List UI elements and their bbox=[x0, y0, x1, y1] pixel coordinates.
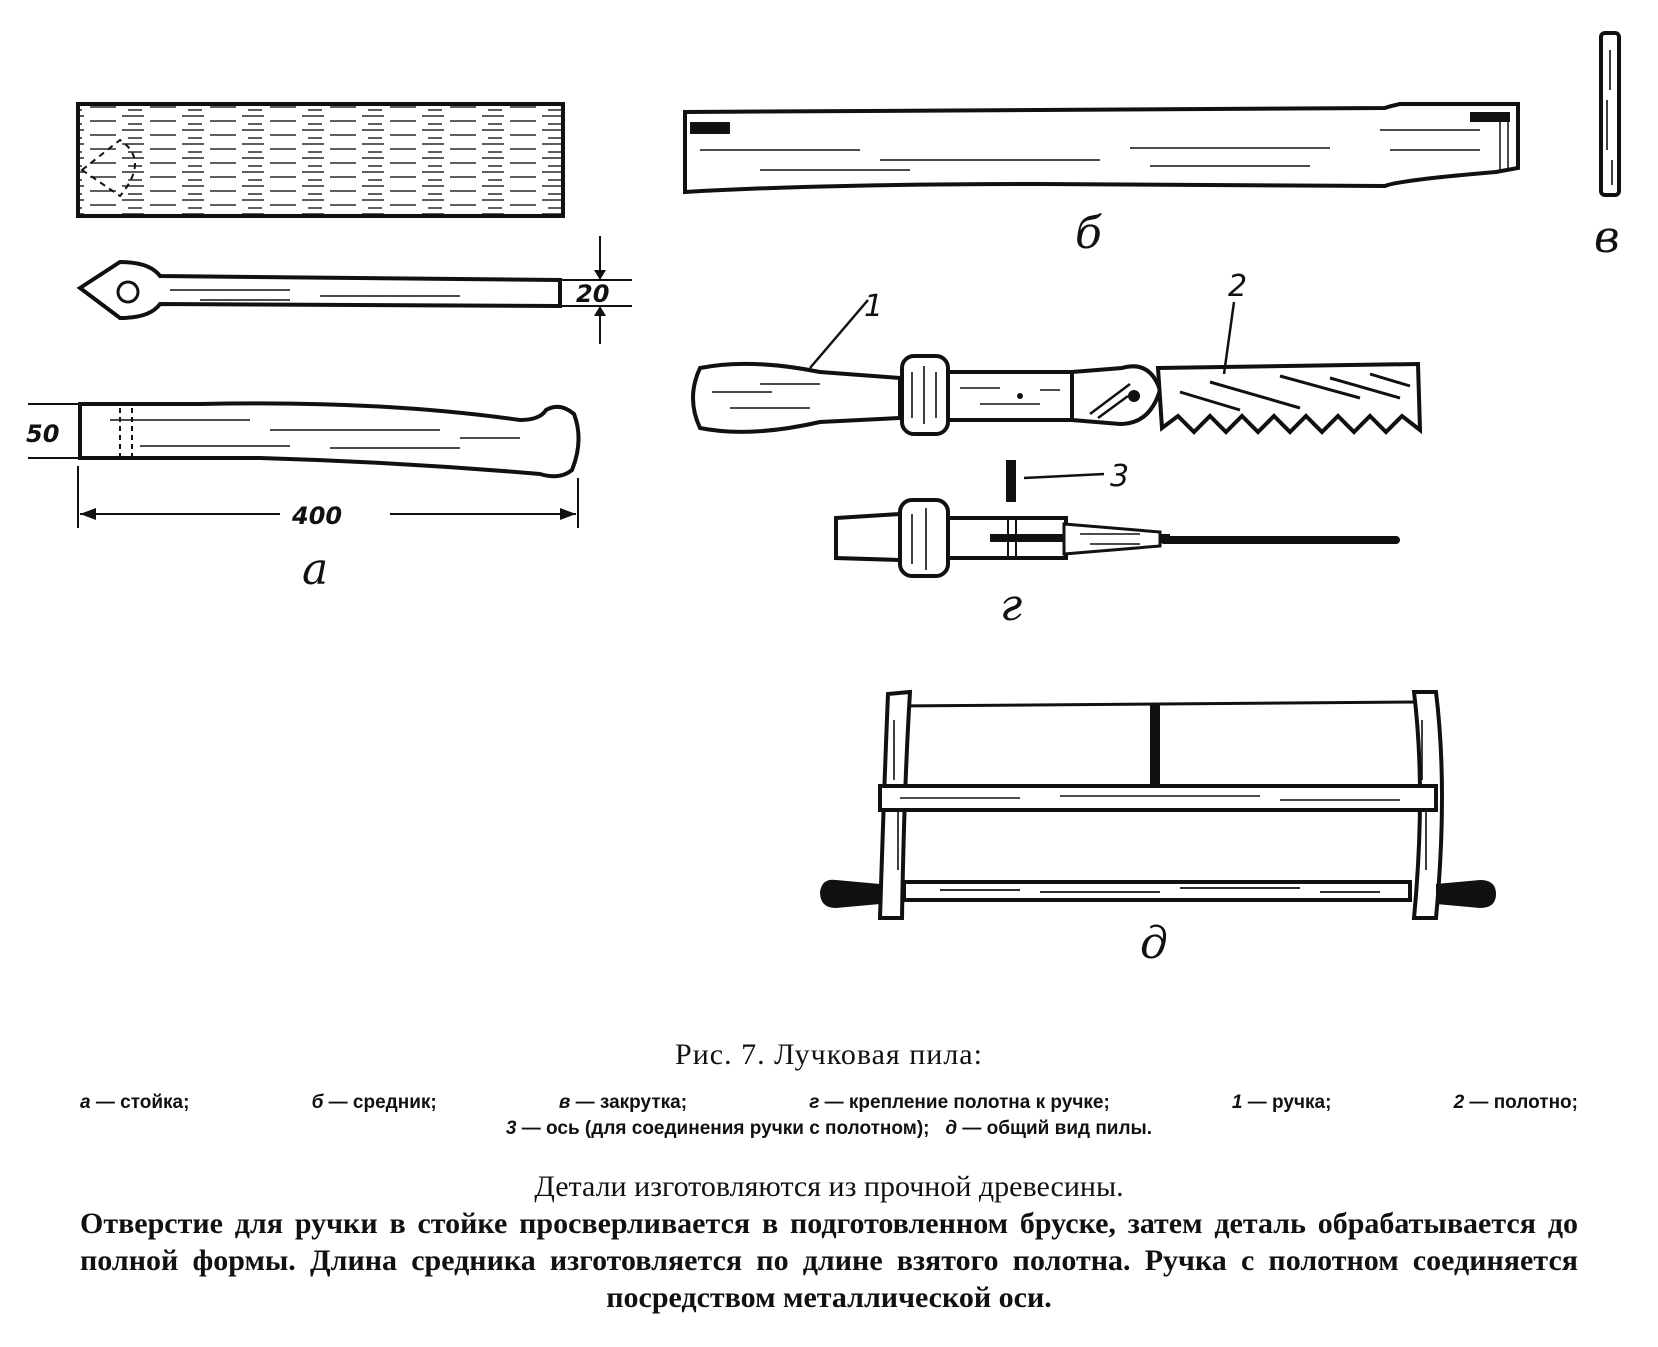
handle-part-1 bbox=[691, 361, 902, 434]
part-d-bow-saw-general-view: д bbox=[820, 689, 1496, 969]
dimension-50: 50 bbox=[26, 420, 59, 448]
legend-line-1: а — стойка; б — средник; в — закрутка; г… bbox=[80, 1090, 1578, 1116]
legend-item: 2 — полотно; bbox=[1453, 1092, 1578, 1113]
body-paragraph-1: Детали изготовляются из прочной древесин… bbox=[534, 1170, 1124, 1203]
upright-side-view bbox=[78, 401, 581, 479]
label-g: г bbox=[1000, 580, 1022, 631]
part-b-middle-bar: б bbox=[683, 102, 1520, 259]
saw-blade bbox=[902, 880, 1412, 902]
handle-hole bbox=[116, 280, 140, 304]
saw-parts-diagram: 20 50 400 а б в bbox=[26, 31, 1621, 969]
label-a: а bbox=[302, 544, 328, 595]
number-3: 3 bbox=[1110, 459, 1129, 494]
label-d: д bbox=[1140, 918, 1168, 969]
part-v-twist-stick: в bbox=[1594, 31, 1621, 263]
number-1: 1 bbox=[864, 289, 883, 324]
legend-item: б — средник; bbox=[311, 1092, 437, 1113]
handle-with-blade: 1 2 bbox=[691, 269, 1423, 436]
body-paragraph-2: Отверстие для ручки в стойке просверлива… bbox=[80, 1207, 1578, 1314]
label-v: в bbox=[1594, 212, 1620, 263]
saw-blade-part-2 bbox=[1155, 361, 1423, 435]
legend-item: 1 — ручка; bbox=[1231, 1092, 1332, 1113]
legend-item: в — закрутка; bbox=[558, 1092, 688, 1113]
legend-item: 3 — ось (для соединения ручки с полотном… bbox=[505, 1118, 930, 1139]
label-b: б bbox=[1075, 208, 1102, 259]
dimension-20: 20 bbox=[576, 280, 609, 308]
axle-pin-part-3 bbox=[1006, 460, 1016, 502]
upright-plan-view bbox=[76, 259, 562, 321]
left-handle bbox=[820, 879, 880, 908]
figure-legend: а — стойка; б — средник; в — закрутка; г… bbox=[80, 1090, 1578, 1142]
dimension-400: 400 bbox=[291, 502, 342, 530]
figure-caption: Рис. 7. Лучковая пила: bbox=[675, 1038, 983, 1071]
right-handle bbox=[1436, 880, 1496, 908]
legend-item: д — общий вид пилы. bbox=[945, 1118, 1153, 1139]
part-a-upright: 20 50 400 а bbox=[26, 102, 632, 595]
legend-item: г — крепление полотна к ручке; bbox=[809, 1092, 1110, 1113]
number-2: 2 bbox=[1228, 269, 1247, 304]
body-text: Детали изготовляются из прочной древесин… bbox=[80, 1168, 1578, 1316]
legend-item: а — стойка; bbox=[80, 1092, 190, 1113]
legend-line-2: 3 — ось (для соединения ручки с полотном… bbox=[80, 1116, 1578, 1142]
part-g-blade-attachment: 3 г bbox=[834, 459, 1400, 631]
